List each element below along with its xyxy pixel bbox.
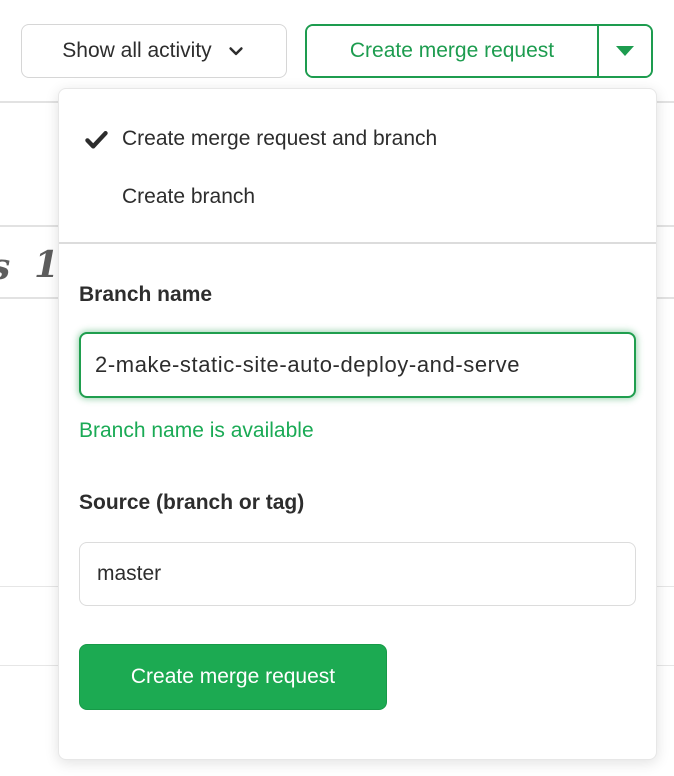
menu-item-create-merge-request-and-branch[interactable]: Create merge request and branch <box>59 110 656 168</box>
branch-name-input[interactable] <box>79 332 636 398</box>
create-merge-request-split-button: Create merge request <box>305 24 653 78</box>
background-text-fragment: s <box>0 249 10 285</box>
create-merge-request-button-label: Create merge request <box>349 39 555 62</box>
branch-name-label: Branch name <box>79 283 213 306</box>
background-text-fragment: 1 <box>34 244 60 286</box>
source-label: Source (branch or tag) <box>79 491 305 514</box>
check-icon-empty-slot <box>85 186 108 209</box>
branch-availability-message: Branch name is available <box>79 419 314 442</box>
chevron-down-icon <box>226 41 246 61</box>
dropdown-menu: Create merge request and branch Create b… <box>59 89 656 244</box>
menu-item-create-branch[interactable]: Create branch <box>59 168 656 226</box>
activity-filter-label: Show all activity <box>62 39 212 62</box>
submit-create-merge-request-button[interactable]: Create merge request <box>79 644 387 710</box>
split-button-separator <box>597 26 599 76</box>
create-merge-request-dropdown-panel: Create merge request and branch Create b… <box>58 88 657 760</box>
check-icon <box>85 128 108 151</box>
activity-filter-button[interactable]: Show all activity <box>21 24 287 78</box>
create-merge-request-form: Branch name Branch name is available Sou… <box>59 244 656 710</box>
source-input[interactable] <box>79 542 636 606</box>
create-merge-request-dropdown-toggle[interactable] <box>599 26 651 76</box>
submit-button-label: Create merge request <box>130 665 336 688</box>
create-merge-request-button[interactable]: Create merge request <box>307 26 597 76</box>
caret-down-icon <box>616 46 634 56</box>
menu-divider <box>59 242 656 244</box>
menu-item-label: Create merge request and branch <box>122 127 438 150</box>
menu-item-label: Create branch <box>122 185 256 208</box>
